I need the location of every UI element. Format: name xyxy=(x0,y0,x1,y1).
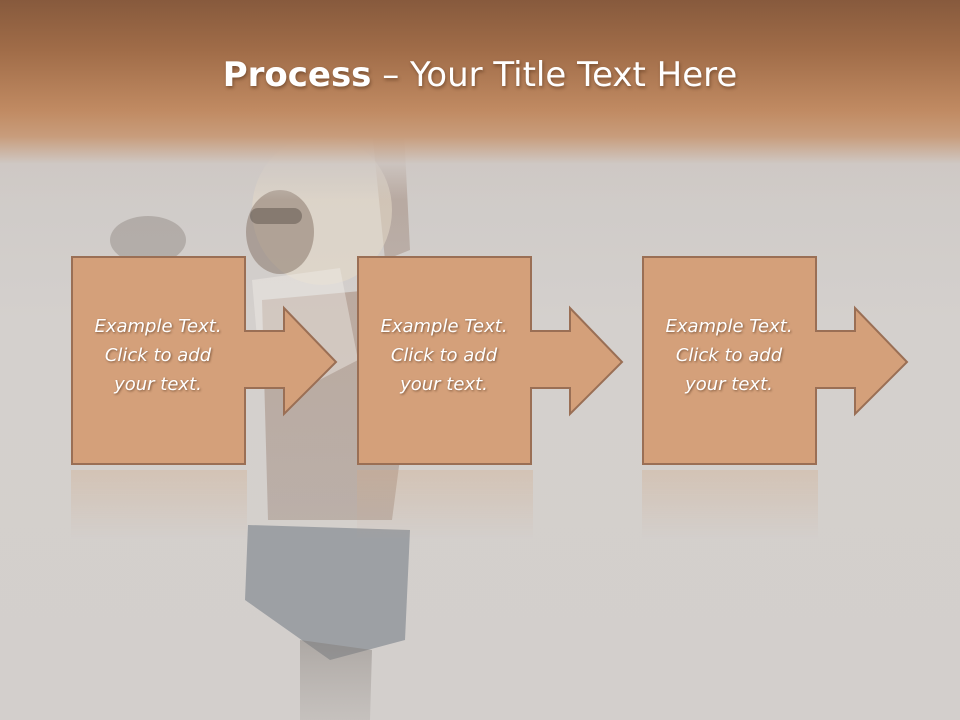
step-text-line: Example Text. xyxy=(94,316,222,337)
step-3-reflection xyxy=(642,470,932,540)
step-text-line: Click to add xyxy=(104,345,212,366)
step-arrow-shape xyxy=(71,256,338,465)
process-step-3[interactable]: Example Text. Click to add your text. xyxy=(642,256,932,468)
slide-title[interactable]: Process – Your Title Text Here xyxy=(0,52,960,98)
step-1-reflection xyxy=(71,470,361,540)
title-band xyxy=(0,0,960,200)
step-text: Example Text. Click to add your text. xyxy=(642,312,816,399)
title-bold-text: Process xyxy=(222,55,372,95)
step-text-line: Example Text. xyxy=(380,316,508,337)
step-text-line: Click to add xyxy=(390,345,498,366)
step-arrow-shape xyxy=(357,256,624,465)
process-step-2[interactable]: Example Text. Click to add your text. xyxy=(357,256,647,468)
step-arrow-shape xyxy=(642,256,909,465)
process-step-1[interactable]: Example Text. Click to add your text. xyxy=(71,256,361,468)
step-text-line: your text. xyxy=(400,374,488,395)
step-text-line: Click to add xyxy=(675,345,783,366)
step-text-line: your text. xyxy=(114,374,202,395)
step-2-reflection xyxy=(357,470,647,540)
title-rest-text: – Your Title Text Here xyxy=(371,55,738,95)
step-text-line: your text. xyxy=(685,374,773,395)
step-text: Example Text. Click to add your text. xyxy=(71,312,245,399)
step-text-line: Example Text. xyxy=(665,316,793,337)
step-text: Example Text. Click to add your text. xyxy=(357,312,531,399)
